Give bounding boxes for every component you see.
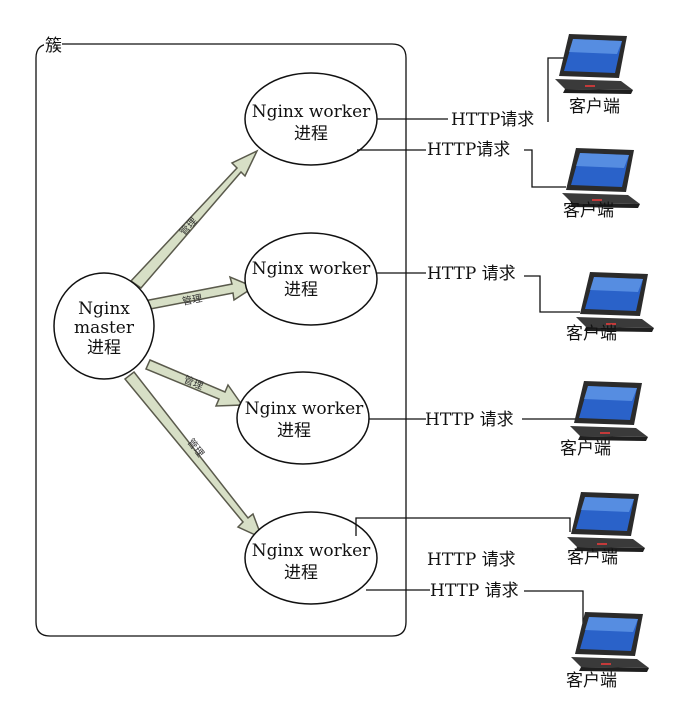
worker-3-line-2: 进程 [277, 421, 311, 441]
worker-4-line-2: 进程 [284, 563, 318, 583]
client-3: 客户端 [566, 271, 655, 344]
client-1: 客户端 [554, 33, 634, 117]
manage-arrow-1 [129, 149, 259, 290]
client-5-label: 客户端 [567, 548, 618, 568]
worker-node-1: Nginx worker 进程 [244, 72, 378, 166]
laptop-icon [566, 491, 646, 553]
client-1-label: 客户端 [569, 97, 620, 117]
http-label-6: HTTP 请求 [430, 581, 519, 601]
worker-2-line-2: 进程 [284, 280, 318, 300]
worker-node-4: Nginx worker 进程 [244, 511, 378, 605]
worker-3-line-1: Nginx worker [245, 399, 364, 419]
http-label-1: HTTP请求 [451, 110, 534, 130]
cluster-label: 簇 [45, 36, 62, 56]
client-4: 客户端 [560, 380, 649, 459]
client-6-label: 客户端 [566, 671, 617, 691]
manage-arrow-4 [123, 370, 264, 540]
http-labels: HTTP请求 HTTP请求 HTTP 请求 HTTP 请求 HTTP 请求 HT… [425, 110, 534, 601]
client-4-label: 客户端 [560, 439, 611, 459]
laptop-icon [575, 271, 655, 333]
client-2: 客户端 [561, 147, 641, 221]
worker-1-line-1: Nginx worker [252, 102, 371, 122]
worker-2-line-1: Nginx worker [252, 259, 371, 279]
http-label-4: HTTP 请求 [425, 410, 514, 430]
http-label-5: HTTP 请求 [427, 550, 516, 570]
laptop-icon [569, 380, 649, 442]
http-label-2: HTTP请求 [427, 140, 510, 160]
master-node: Nginx master 进程 [53, 272, 155, 380]
worker-4-line-1: Nginx worker [252, 541, 371, 561]
laptop-icon [561, 147, 641, 209]
laptop-icon [554, 33, 634, 95]
cluster-box: 簇 [35, 34, 407, 637]
worker-node-3: Nginx worker 进程 [236, 371, 370, 465]
worker-1-line-2: 进程 [294, 124, 328, 144]
manage-label-2: 管理 [181, 291, 203, 308]
worker-node-2: Nginx worker 进程 [244, 232, 378, 326]
client-5: 客户端 [566, 491, 646, 568]
master-line-2: master [74, 318, 135, 338]
manage-arrow-2 [143, 275, 256, 311]
client-3-label: 客户端 [566, 324, 617, 344]
manage-arrow-3 [145, 359, 244, 407]
http-connections [355, 57, 584, 623]
client-2-label: 客户端 [563, 201, 614, 221]
master-line-3: 进程 [87, 338, 121, 358]
http-label-3: HTTP 请求 [427, 264, 516, 284]
master-line-1: Nginx [78, 299, 130, 319]
client-6: 客户端 [566, 611, 650, 691]
